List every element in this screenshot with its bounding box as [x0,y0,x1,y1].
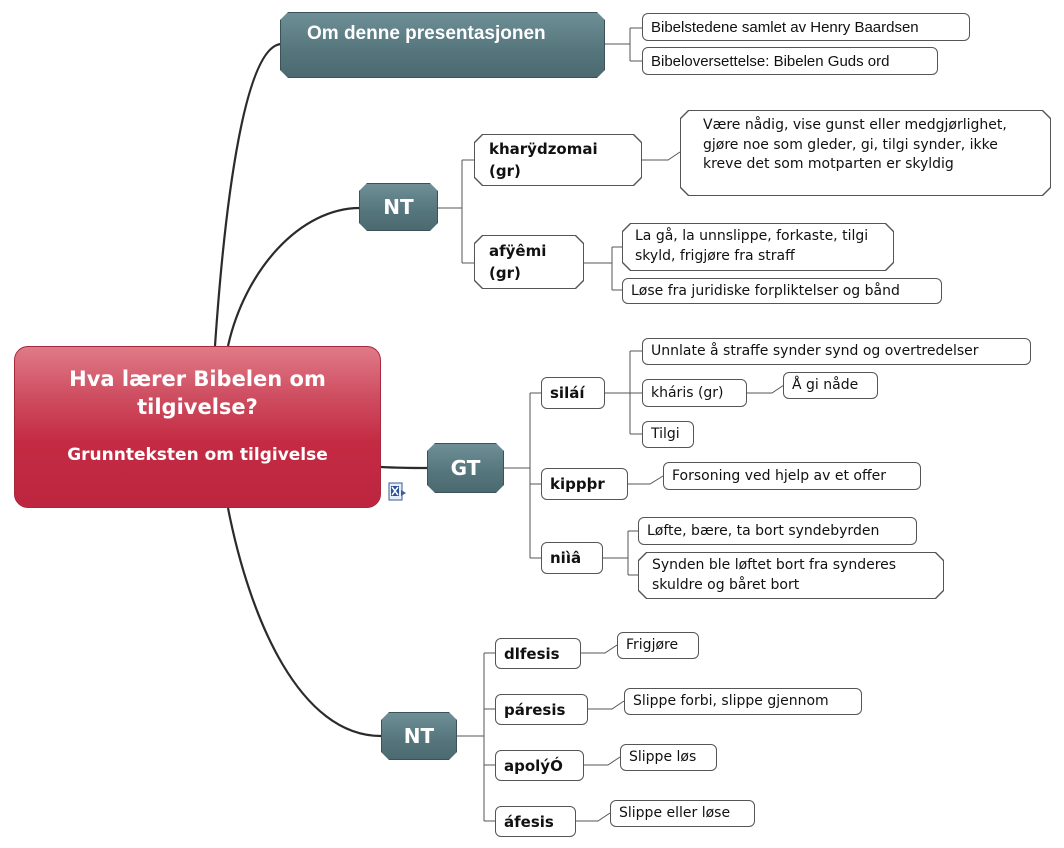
definition-box[interactable]: kháris (gr) [642,379,747,407]
definition-box[interactable]: Unnlate å straffe synder synd og overtre… [642,338,1031,365]
central-subtitle: Grunnteksten om tilgivelse [67,445,328,465]
topic-gt-label: GT [450,456,481,480]
about-item[interactable]: Bibelstedene samlet av Henry Baardsen [642,13,970,41]
definition-box[interactable]: Frigjøre [617,632,699,659]
topic-nt-2-label: NT [403,724,435,748]
definition-box[interactable]: Være nådig, vise gunst eller medgjørligh… [680,110,1051,196]
term-apolyo[interactable]: apolýÓ [495,750,584,781]
definition-box[interactable]: Synden ble løftet bort fra synderes skul… [638,552,944,599]
term-label: dlfesis [504,644,560,663]
definition-text: Slippe forbi, slippe gjennom [633,693,829,709]
definition-box[interactable]: Slippe eller løse [610,800,755,827]
term-nia[interactable]: niìâ [541,542,603,574]
definition-text: Unnlate å straffe synder synd og overtre… [651,343,979,359]
definition-text: Være nådig, vise gunst eller medgjørligh… [703,117,1007,172]
term-kippbr[interactable]: kippþr [541,468,628,500]
term-label: apolýÓ [504,756,563,775]
term-kharydzomai[interactable]: kharÿdzomai (gr) [474,134,642,186]
definition-box[interactable]: Løse fra juridiske forpliktelser og bånd [622,278,942,304]
definition-box[interactable]: Tilgi [642,421,694,448]
term-label: siláí [550,384,585,402]
topic-about[interactable]: Om denne presentasjonen [280,12,605,78]
document-icon[interactable] [388,482,408,502]
definition-text: Frigjøre [626,637,679,653]
definition-text: Tilgi [651,426,680,442]
definition-text: kháris (gr) [651,384,724,401]
definition-text: Slippe løs [629,749,697,765]
term-label: áfesis [504,812,554,831]
definition-text: Å gi nåde [792,377,859,393]
definition-box[interactable]: Slippe forbi, slippe gjennom [624,688,862,715]
term-dlfesis[interactable]: dlfesis [495,638,581,669]
definition-box[interactable]: Løfte, bære, ta bort syndebyrden [638,517,917,545]
term-label: kippþr [550,475,605,493]
topic-nt-2[interactable]: NT [381,712,457,760]
term-afyemi[interactable]: afÿêmi (gr) [474,235,584,289]
term-afesis[interactable]: áfesis [495,806,576,837]
definition-text: Synden ble løftet bort fra synderes skul… [652,557,897,593]
definition-box[interactable]: Å gi nåde [783,372,878,399]
definition-box[interactable]: Slippe løs [620,744,717,771]
definition-text: Løse fra juridiske forpliktelser og bånd [631,282,900,299]
about-item[interactable]: Bibeloversettelse: Bibelen Guds ord [642,47,938,75]
term-label: kharÿdzomai (gr) [489,140,598,180]
term-label: páresis [504,700,566,719]
definition-text: La gå, la unnslippe, forkaste, tilgi sky… [635,228,869,264]
about-item-label: Bibelstedene samlet av Henry Baardsen [651,18,919,36]
about-item-label: Bibeloversettelse: Bibelen Guds ord [651,52,890,70]
definition-box[interactable]: Forsoning ved hjelp av et offer [663,462,921,490]
term-label: afÿêmi (gr) [489,242,547,282]
topic-about-label: Om denne presentasjonen [307,23,546,44]
definition-text: Forsoning ved hjelp av et offer [672,467,886,484]
definition-box[interactable]: La gå, la unnslippe, forkaste, tilgi sky… [622,223,894,271]
term-paresis[interactable]: páresis [495,694,588,725]
topic-gt[interactable]: GT [427,443,504,493]
term-label: niìâ [550,549,582,567]
central-topic[interactable]: Hva lærer Bibelen om tilgivelse? Grunnte… [14,346,381,508]
topic-nt-1-label: NT [383,195,414,219]
central-title: Hva lærer Bibelen om tilgivelse? [69,367,326,419]
definition-text: Løfte, bære, ta bort syndebyrden [647,522,880,539]
topic-nt-1[interactable]: NT [359,183,438,231]
definition-text: Slippe eller løse [619,805,731,821]
term-silai[interactable]: siláí [541,377,605,409]
